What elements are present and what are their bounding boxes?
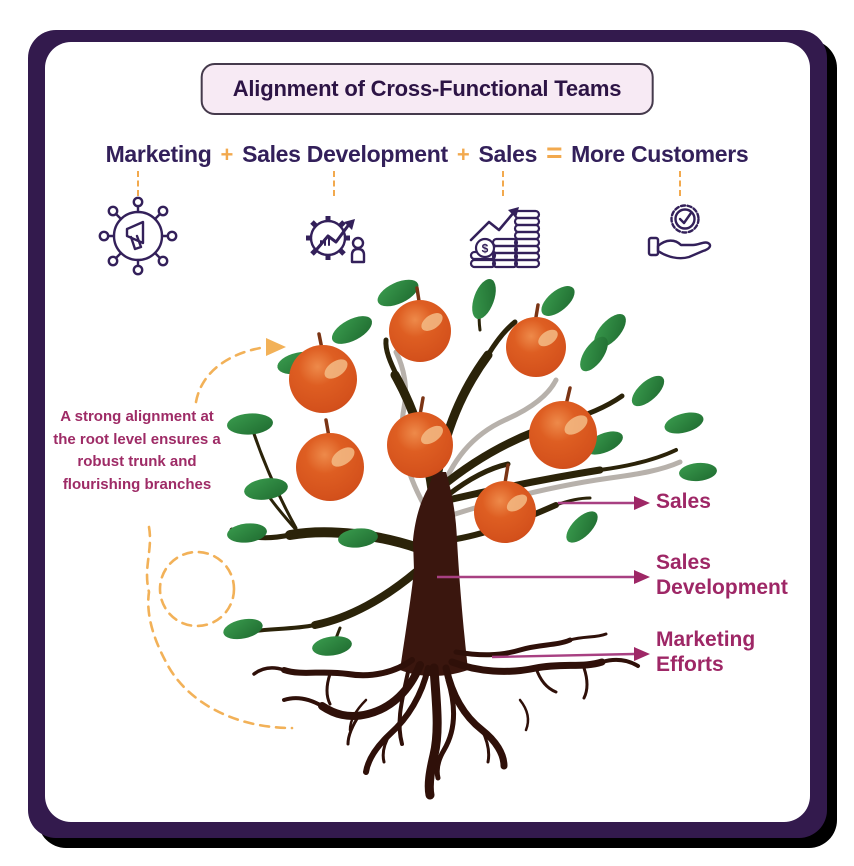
formula-term-sales-development: Sales Development	[242, 141, 448, 167]
formula-row: Marketing + Sales Development + Sales = …	[0, 137, 854, 169]
page-title: Alignment of Cross-Functional Teams	[232, 76, 622, 101]
formula-term-sales: Sales	[478, 141, 538, 167]
root-annotation: A strong alignment at the root level ens…	[53, 408, 221, 493]
formula-term-marketing: Marketing	[105, 141, 212, 167]
label-sales: Sales	[656, 490, 711, 513]
sales-development-icon-slot	[294, 196, 374, 276]
label-sales-development: Sales Development	[656, 551, 788, 599]
dashed-connector	[502, 171, 504, 196]
plus-sign: +	[456, 142, 470, 167]
formula-result: More Customers	[571, 141, 749, 167]
gear-growth-person-icon	[306, 216, 366, 264]
marketing-icon-slot	[98, 196, 178, 276]
coins-growth-icon: $	[469, 207, 541, 269]
sales-icon-slot: $	[463, 196, 543, 276]
megaphone-network-icon	[98, 196, 178, 276]
dashed-connector	[137, 171, 139, 196]
hand-award-check-icon	[647, 204, 712, 260]
dollar-sign: $	[482, 242, 489, 256]
more-customers-icon-slot	[641, 196, 721, 276]
dashed-connector	[333, 171, 335, 196]
title-box: Alignment of Cross-Functional Teams	[200, 63, 654, 115]
equals-sign: =	[546, 137, 563, 168]
label-marketing-efforts: Marketing Efforts	[656, 628, 756, 676]
dashed-connector	[679, 171, 681, 196]
plus-sign: +	[220, 142, 234, 167]
